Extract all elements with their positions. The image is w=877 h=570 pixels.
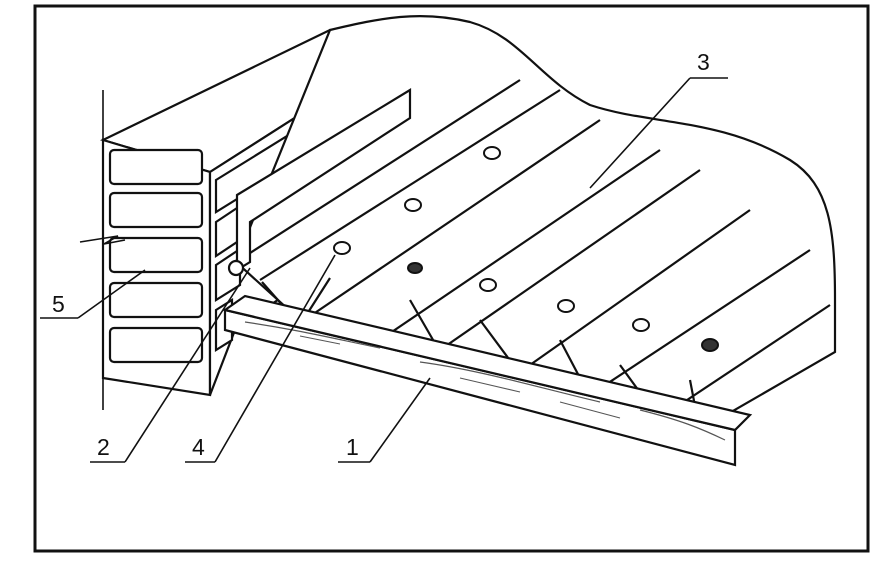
- callout-2-label: 2: [97, 434, 110, 460]
- callout-5: 5: [40, 269, 146, 319]
- callout-4: 4: [185, 254, 336, 463]
- flashing-apron: [227, 88, 412, 277]
- timber-purlin: [222, 294, 753, 467]
- callout-3: 3: [589, 49, 728, 189]
- callout-1: 1: [338, 377, 431, 463]
- callout-4-label: 4: [192, 434, 205, 460]
- frame-border: [33, 4, 870, 553]
- callout-3-label: 3: [697, 49, 710, 75]
- callout-5-label: 5: [52, 291, 65, 317]
- callout-1-label: 1: [346, 434, 359, 460]
- fasteners: [333, 146, 719, 352]
- callout-2: 2: [90, 267, 251, 463]
